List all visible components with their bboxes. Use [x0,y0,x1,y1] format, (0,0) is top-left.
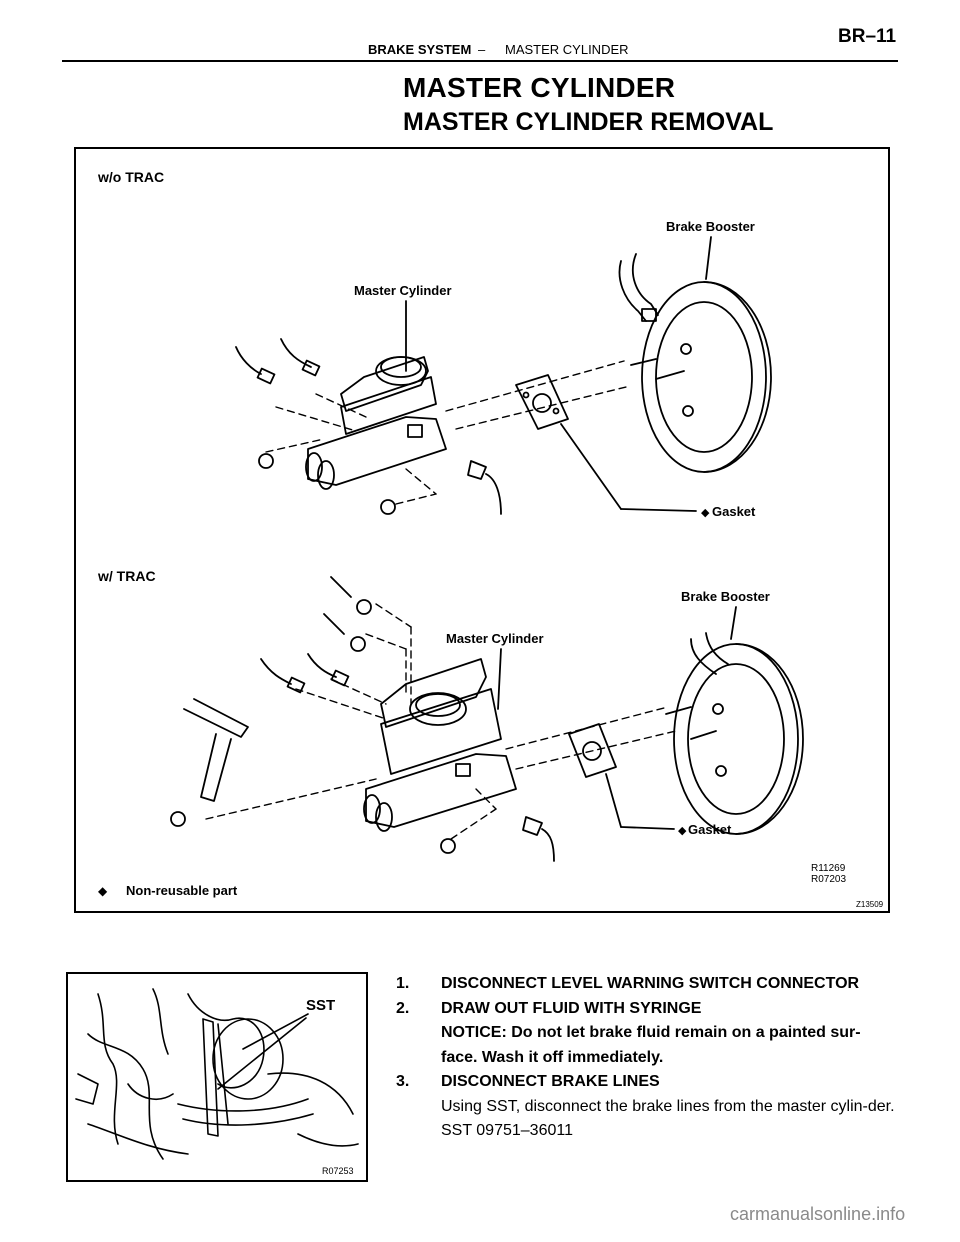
header-section: BRAKE SYSTEM [368,42,472,57]
page-title: MASTER CYLINDER [403,72,676,103]
header-separator: – [478,42,486,57]
exploded-view-figure: w/o TRAC Brake Booster Master Cylinder ◆… [74,147,890,913]
step-1: 1. DISCONNECT LEVEL WARNING SWITCH CONNE… [396,972,896,997]
svg-text:◆: ◆ [678,825,687,837]
step-3-sst: SST 09751–36011 [441,1122,573,1139]
ref-code-1: R11269 [811,863,846,874]
sst-label: SST [306,997,335,1014]
figure-code: Z13509 [856,900,884,909]
step-title: DISCONNECT BRAKE LINES [441,1073,660,1090]
step-3: 3. DISCONNECT BRAKE LINES [396,1070,896,1095]
procedure-steps: 1. DISCONNECT LEVEL WARNING SWITCH CONNE… [396,972,896,1144]
header-rule [62,60,898,62]
step-3-body: Using SST, disconnect the brake lines fr… [441,1097,895,1115]
step-number: 1. [396,975,410,992]
master-cylinder-label-lower: Master Cylinder [446,631,544,646]
sst-figure: SST R07253 [66,972,368,1182]
step-title: DISCONNECT LEVEL WARNING SWITCH CONNECTO… [441,975,860,992]
brake-booster-upper [618,253,772,473]
section-title: MASTER CYLINDER REMOVAL [403,108,774,136]
step-number: 3. [396,1073,410,1090]
master-cylinder-label-upper: Master Cylinder [354,283,452,298]
brake-booster-label-lower: Brake Booster [681,589,770,604]
watermark: carmanualsonline.info [730,1204,906,1224]
wo-trac-label: w/o TRAC [97,169,164,185]
legend-text: Non-reusable part [126,883,238,898]
sst-figure-code: R07253 [322,1166,354,1176]
w-trac-label: w/ TRAC [97,568,156,584]
page-number: BR–11 [838,26,897,47]
svg-text:◆: ◆ [701,507,710,519]
legend-diamond: ◆ [98,884,108,898]
gasket-label-upper: Gasket [712,504,756,519]
step-title: DRAW OUT FLUID WITH SYRINGE [441,999,702,1017]
master-cylinder-lower [363,658,517,832]
brake-booster-label-upper: Brake Booster [666,219,755,234]
master-cylinder-upper [305,356,447,490]
step-2-notice: NOTICE: Do not let brake fluid remain on… [441,1024,861,1066]
gasket-label-lower: Gasket [688,822,732,837]
ref-code-2: R07203 [811,874,846,885]
brake-booster-lower [665,632,804,835]
step-2: 2. DRAW OUT FLUID WITH SYRINGE [396,997,896,1022]
header-subsection: MASTER CYLINDER [505,42,629,57]
gasket-upper [515,374,569,430]
step-number: 2. [396,999,410,1017]
